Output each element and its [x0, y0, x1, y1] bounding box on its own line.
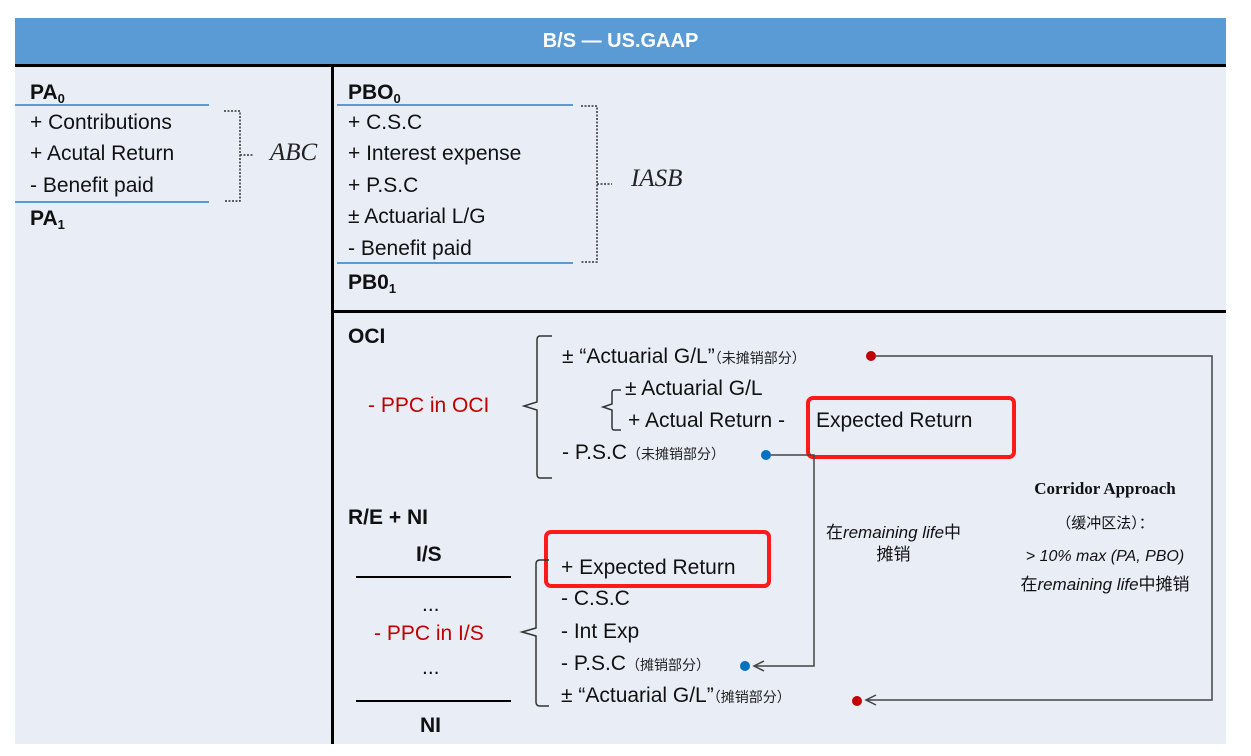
arrow-head-icon [864, 694, 877, 706]
section-divider [333, 310, 1226, 313]
pa-brace-label: ABC [270, 139, 318, 166]
corridor-approach: Corridor Approach （缓冲区法）： > 10% max (PA,… [990, 478, 1220, 596]
pbo-top-rule [337, 104, 573, 106]
is-psc: - P.S.C（摊销部分） [561, 652, 710, 675]
oci-expected-return: Expected Return [816, 409, 973, 432]
amortize-note: 在remaining life中 摊销 [825, 523, 962, 564]
oci-sub-actual-return: + Actual Return - [628, 409, 785, 432]
oci-sub-actuarial-gl: ± Actuarial G/L [625, 377, 763, 400]
pbo-end-label: PB01 [348, 271, 397, 296]
pa-item: + Acutal Return [30, 142, 175, 165]
pbo-item: - Benefit paid [348, 237, 472, 260]
corridor-note: 在remaining life中摊销 [1020, 575, 1190, 594]
is-brace [519, 559, 549, 707]
actuarial-gl-connector [866, 355, 1213, 701]
pa-item: + Contributions [30, 111, 172, 134]
is-expected-return-highlight [544, 530, 771, 588]
oci-brace [521, 335, 552, 479]
pbo-item: + P.S.C [348, 174, 419, 197]
pa-top-rule [15, 104, 209, 106]
is-actuarial-gl: ± “Actuarial G/L”（摊销部分） [561, 684, 791, 707]
blue-dot-is [740, 661, 750, 671]
blue-dot-oci [761, 450, 771, 460]
red-dot-oci [866, 351, 876, 361]
pbo-item: ± Actuarial L/G [348, 205, 486, 228]
pa-end-label: PA1 [30, 207, 65, 232]
oci-psc: - P.S.C（未摊销部分） [562, 441, 725, 464]
pbo-brace-label: IASB [631, 165, 683, 192]
is-dots-bottom: ... [422, 656, 440, 679]
pa-item: - Benefit paid [30, 174, 154, 197]
is-ni-label: NI [420, 714, 441, 737]
oci-inner-brace [600, 389, 621, 431]
oci-title: OCI [348, 325, 386, 348]
corridor-cn: （缓冲区法）： [1056, 514, 1154, 532]
is-title: I/S [416, 543, 442, 566]
is-csc: - C.S.C [561, 587, 630, 610]
is-ppc-label: - PPC in I/S [374, 622, 484, 645]
oci-expected-return-highlight [806, 396, 1016, 459]
pbo-start-label: PBO0 [348, 81, 401, 106]
pbo-item: + Interest expense [348, 142, 522, 165]
header-divider [15, 64, 1226, 67]
corridor-rule: > 10% max (PA, PBO) [1025, 548, 1185, 565]
is-dots-top: ... [422, 593, 440, 616]
column-divider [331, 66, 334, 744]
is-bottom-rule [356, 700, 511, 702]
pbo-bottom-rule [337, 262, 573, 264]
corridor-title: Corridor Approach [1034, 479, 1176, 498]
pbo-brace [581, 105, 612, 263]
oci-ppc-label: - PPC in OCI [368, 394, 490, 417]
is-expected-return: + Expected Return [561, 556, 736, 579]
re-ni-title: R/E + NI [348, 506, 428, 529]
pa-brace [224, 110, 254, 202]
page-title: B/S — US.GAAP [15, 18, 1226, 64]
pa-start-label: PA0 [30, 81, 65, 106]
is-top-rule [356, 576, 511, 578]
psc-connector [754, 454, 815, 667]
is-int-exp: - Int Exp [561, 620, 640, 643]
pbo-item: + C.S.C [348, 111, 423, 134]
content-panel [15, 64, 1226, 744]
oci-actuarial-gl: ± “Actuarial G/L”（未摊销部分） [562, 345, 806, 368]
arrow-head-icon [752, 660, 765, 672]
pa-bottom-rule [15, 201, 209, 203]
red-dot-is [852, 696, 862, 706]
